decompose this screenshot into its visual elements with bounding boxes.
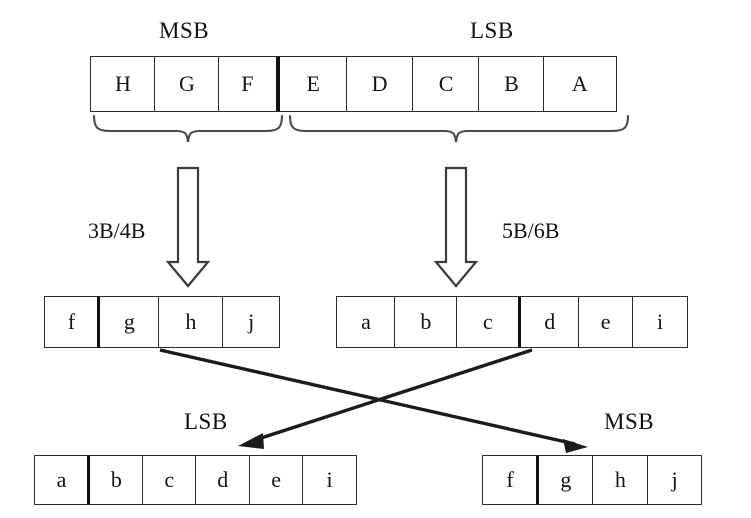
bit-cell: c (141, 455, 197, 505)
bit-cell: d (518, 296, 580, 348)
bottom-lsb-label: LSB (184, 409, 228, 434)
bit-cell: f (482, 455, 538, 505)
bit-cell: c (455, 296, 520, 348)
bit-cell: A (542, 56, 617, 112)
bit-cell: C (412, 56, 481, 112)
bit-cell: G (154, 56, 220, 112)
bit-cell: g (97, 296, 160, 348)
bit-cell: h (591, 455, 649, 505)
encoder-label-3b4b: 3B/4B (88, 218, 146, 243)
bit-cell: j (647, 455, 703, 505)
bit-cell: g (536, 455, 594, 505)
top-lsb-label: LSB (470, 18, 514, 43)
brace-lsb-group (288, 114, 630, 143)
block-arrow-5b6b (433, 166, 479, 288)
bit-cell: e (577, 296, 634, 348)
bit-cell: j (222, 296, 281, 348)
bit-cell: i (302, 455, 358, 505)
bit-cell: a (34, 455, 89, 505)
top-msb-label: MSB (159, 18, 210, 43)
bit-cell: h (157, 296, 224, 348)
bit-cell: E (277, 56, 348, 112)
swap-arrow-to-lsb (238, 348, 533, 449)
bit-cell: D (345, 56, 414, 112)
bit-cell: b (87, 455, 144, 505)
swap-arrow-to-msb (159, 348, 588, 453)
bit-cell: e (248, 455, 304, 505)
bit-cell: i (632, 296, 689, 348)
encoder-label-5b6b: 5B/6B (502, 218, 560, 243)
bit-cell: a (336, 296, 396, 348)
bit-cell: B (478, 56, 545, 112)
block-arrow-3b4b (165, 166, 211, 288)
bottom-msb-label: MSB (604, 409, 655, 434)
bit-cell: d (195, 455, 251, 505)
bit-cell: b (394, 296, 458, 348)
bit-cell: H (90, 56, 156, 112)
bit-cell: f (44, 296, 99, 348)
brace-msb-group (92, 114, 284, 143)
